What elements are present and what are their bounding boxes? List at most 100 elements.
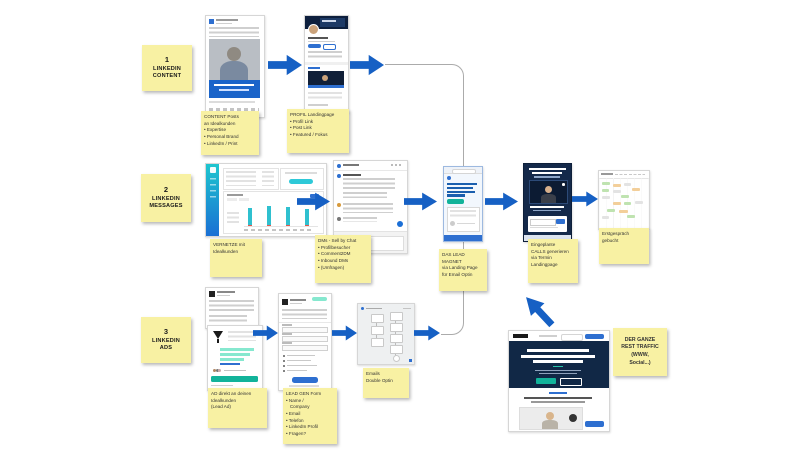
ad-avatar bbox=[209, 291, 215, 297]
post-photo bbox=[209, 39, 260, 98]
calendar-event bbox=[602, 189, 609, 192]
dashboard-stats-panel bbox=[223, 168, 279, 190]
profile-secondary-button bbox=[323, 44, 336, 50]
form-submit-button bbox=[292, 377, 318, 383]
chat-avatar bbox=[337, 174, 341, 178]
chat-titlebar bbox=[334, 161, 407, 171]
flow-node bbox=[371, 338, 384, 347]
form-avatar bbox=[282, 299, 288, 305]
arrow-post-to-profile bbox=[268, 54, 302, 76]
sticky-step2-linkedin-messages: 2 LINKEDIN MESSAGES bbox=[141, 174, 191, 222]
calendar-event bbox=[621, 195, 629, 198]
form-field bbox=[282, 335, 328, 342]
calendar-event bbox=[613, 202, 621, 205]
arrow-leadmagnet-to-vsl bbox=[485, 192, 518, 211]
vsl-submit-button bbox=[556, 219, 565, 224]
calendar-event bbox=[619, 210, 628, 213]
post-reaction-bar bbox=[209, 108, 259, 111]
form-highlight-pill bbox=[312, 297, 327, 301]
vsl-optin-box bbox=[528, 216, 567, 232]
hero-cta-button bbox=[536, 378, 556, 384]
form-field bbox=[282, 326, 328, 333]
dashboard-blue-button bbox=[310, 194, 319, 198]
step3-number: 3 bbox=[163, 326, 169, 336]
screenshot-calendar bbox=[598, 170, 650, 230]
hero-secondary-button bbox=[560, 378, 582, 386]
dashboard-chart-panel bbox=[223, 191, 324, 234]
screenshot-automation-flow bbox=[357, 303, 415, 365]
screenshot-linkedin-ad-post bbox=[205, 287, 259, 329]
site-nav-button bbox=[585, 333, 604, 339]
profile-avatar bbox=[308, 24, 319, 35]
site-footer-button bbox=[585, 421, 604, 427]
step2-label: LINKEDIN MESSAGES bbox=[149, 195, 183, 210]
calendar-event bbox=[613, 190, 621, 193]
calendar-event bbox=[632, 188, 640, 191]
sticky-vernetze: VERNETZE mit Idealkunden bbox=[210, 239, 262, 277]
dashboard-sidebar bbox=[206, 164, 219, 236]
browser-bar bbox=[444, 167, 482, 174]
site-video bbox=[519, 407, 583, 430]
sticky-step1-linkedin-content: 1 LINKEDIN CONTENT bbox=[142, 45, 192, 91]
sticky-step3-linkedin-ads: 3 LINKEDIN ADS bbox=[141, 317, 191, 363]
sticky-profil-landingpage: PROFIL Landingpage • Profil Link • Post … bbox=[287, 109, 349, 153]
post-avatar bbox=[209, 19, 214, 24]
flow-node bbox=[390, 312, 403, 321]
chat-send-icon bbox=[397, 221, 403, 227]
sticky-calls-generieren: Eingeplante CALLS generieren via Termin … bbox=[528, 239, 578, 283]
ad-cta-button bbox=[211, 376, 258, 382]
sticky-dms-sell-by-chat: DMs - Sell by Chat • Profilbesucher • Co… bbox=[315, 235, 371, 283]
flow-node bbox=[393, 355, 400, 362]
calendar-event bbox=[602, 182, 610, 185]
form-field bbox=[282, 344, 328, 351]
vsl-video bbox=[529, 180, 568, 204]
calendar-event bbox=[624, 202, 631, 205]
calendar-event bbox=[624, 183, 631, 186]
screenshot-termin-landingpage bbox=[523, 163, 572, 242]
calendar-event bbox=[607, 209, 615, 212]
chart-bar bbox=[248, 208, 252, 226]
site-logo bbox=[513, 334, 528, 338]
step2-number: 2 bbox=[163, 184, 169, 194]
arrow-profile-out bbox=[350, 54, 384, 76]
calendar-event bbox=[602, 216, 609, 219]
calendar-event bbox=[627, 215, 635, 218]
sticky-erstgespraech-gebucht: Erstgespräch gebucht bbox=[599, 228, 649, 264]
chat-avatar bbox=[337, 217, 341, 221]
arrow-form-to-flow bbox=[332, 325, 357, 341]
highlight-line bbox=[220, 358, 244, 361]
chart-bar bbox=[305, 209, 309, 226]
highlight-line bbox=[220, 353, 250, 356]
profile-video-thumb bbox=[308, 71, 344, 88]
sticky-double-optin: Emails Double Optin bbox=[363, 368, 409, 398]
sticky-lead-magnet: DAS LEAD MAGNET via Landing Page für Ema… bbox=[439, 249, 487, 291]
step1-label: LINKEDIN CONTENT bbox=[152, 65, 182, 80]
arrow-flow-out bbox=[414, 325, 440, 341]
sticky-leadgen-form: LEAD GEN Form • Name / Company • Email •… bbox=[283, 388, 337, 444]
site-hero bbox=[509, 341, 609, 388]
flow-node bbox=[371, 314, 384, 323]
sticky-rest-traffic: DER GANZE REST TRAFFIC (WWW, Social...) bbox=[613, 328, 667, 376]
screenshot-leadmagnet-page bbox=[443, 166, 483, 242]
arrow-chat-to-leadmagnet bbox=[404, 192, 437, 211]
chart-bar bbox=[286, 207, 290, 226]
arrow-resttraffic-up bbox=[518, 290, 560, 333]
funnel-icon bbox=[213, 331, 223, 339]
chat-avatar bbox=[337, 203, 341, 207]
sticky-content-posts: CONTENT Posts an Idealkunden • Expertise… bbox=[201, 111, 259, 155]
sticky-ad-direkt: AD direkt an deinen Idealkunden (Lead Ad… bbox=[208, 388, 267, 428]
connector-row1-to-leadmagnet bbox=[385, 64, 464, 167]
leadmagnet-cta-button bbox=[447, 199, 464, 204]
screenshot-linkedin-post bbox=[205, 15, 265, 118]
profile-primary-button bbox=[308, 44, 321, 48]
play-icon bbox=[569, 414, 577, 422]
flow-node bbox=[390, 323, 403, 332]
dashboard-progress-panel bbox=[280, 168, 324, 190]
screenshot-linkedin-profile bbox=[304, 15, 349, 113]
chart-bar bbox=[267, 206, 271, 226]
dashboard-teal-button bbox=[289, 179, 313, 184]
calendar-event bbox=[613, 184, 621, 187]
highlight-line bbox=[220, 348, 254, 351]
arrow-vsl-to-calendar bbox=[572, 191, 598, 207]
